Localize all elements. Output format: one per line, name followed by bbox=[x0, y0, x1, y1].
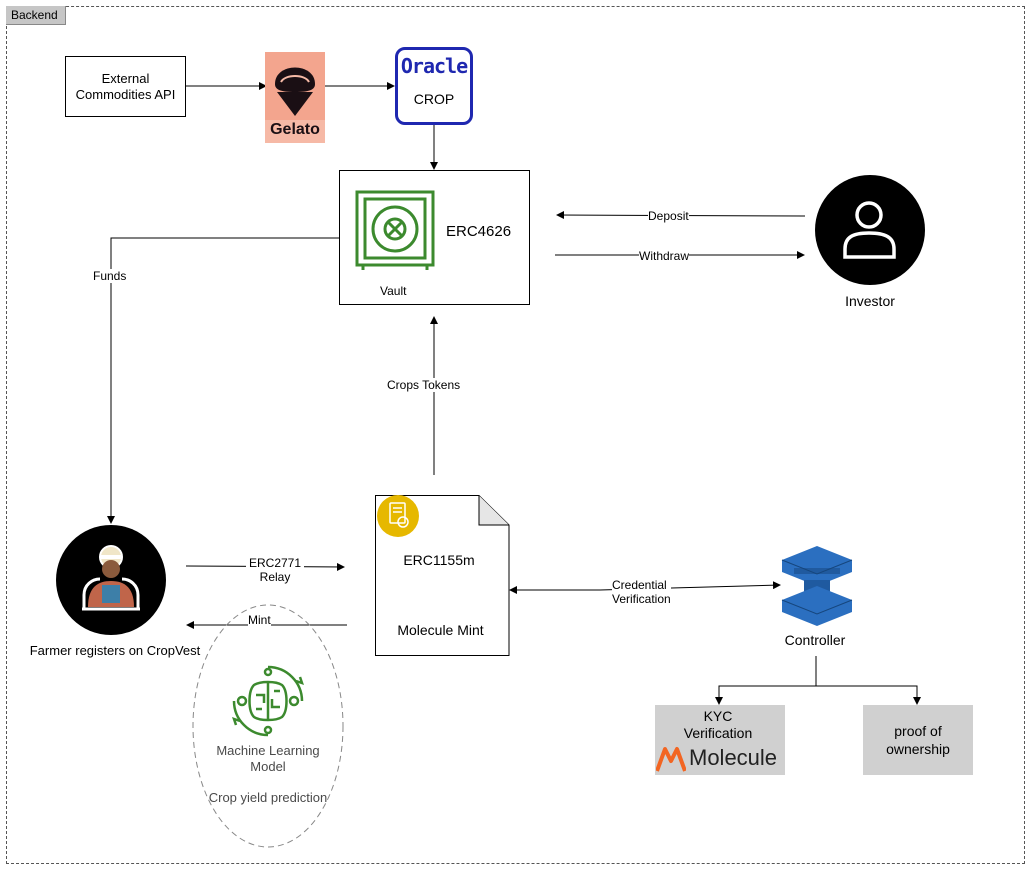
controller-label: Controller bbox=[784, 632, 846, 648]
edge-funds bbox=[107, 237, 339, 524]
erc1155-label: Molecule Mint bbox=[397, 622, 484, 638]
ml-description: Crop yield prediction bbox=[208, 790, 328, 805]
edge-controller-proof bbox=[816, 685, 921, 705]
vault-box[interactable]: ERC4626 Vault bbox=[339, 170, 530, 305]
molecule-logo-icon bbox=[656, 747, 686, 772]
relay-label: ERC2771 Relay bbox=[246, 556, 304, 584]
document-shape bbox=[375, 495, 510, 656]
vault-label: Vault bbox=[380, 284, 407, 298]
backend-label: Backend bbox=[6, 6, 66, 25]
backend-frame bbox=[6, 6, 1025, 864]
deposit-label: Deposit bbox=[648, 209, 689, 223]
farmer-icon bbox=[82, 545, 140, 611]
brain-icon bbox=[232, 665, 304, 737]
controller-icon bbox=[781, 546, 853, 626]
investor-avatar[interactable] bbox=[815, 175, 925, 285]
external-commodities-api-box[interactable]: External Commodities API bbox=[65, 56, 186, 117]
erc1155-document[interactable]: ERC1155m Molecule Mint bbox=[375, 495, 510, 656]
certificate-icon bbox=[377, 495, 419, 537]
molecule-wordmark: Molecule bbox=[689, 745, 778, 770]
gelato-wordmark: Gelato bbox=[270, 121, 320, 138]
ml-ellipse bbox=[192, 604, 344, 848]
edge-controller-split bbox=[715, 656, 817, 705]
vault-title: ERC4626 bbox=[446, 223, 512, 240]
investor-label: Investor bbox=[845, 293, 895, 309]
proof-of-ownership-box[interactable]: proof of ownership bbox=[863, 705, 973, 775]
erc1155-title: ERC1155m bbox=[403, 552, 475, 568]
user-icon bbox=[843, 201, 896, 259]
ml-model-label: Machine Learning Model bbox=[216, 743, 320, 774]
mint-label: Mint bbox=[248, 613, 271, 627]
oracle-label: CROP bbox=[413, 91, 455, 107]
oracle-crop-box[interactable]: Oracle CROP bbox=[395, 47, 473, 125]
farmer-avatar[interactable] bbox=[56, 525, 166, 635]
gelato-logo: Gelato bbox=[265, 52, 325, 143]
crops-tokens-label: Crops Tokens bbox=[387, 378, 461, 392]
oracle-logo-text: Oracle bbox=[400, 54, 468, 78]
withdraw-label: Withdraw bbox=[639, 249, 690, 263]
funds-label: Funds bbox=[93, 269, 127, 283]
kyc-label: KYC Verification bbox=[683, 708, 753, 741]
gelato-icecream-icon bbox=[265, 52, 325, 120]
credential-label: Credential Verification bbox=[612, 578, 671, 606]
vault-icon bbox=[355, 190, 435, 270]
farmer-label: Farmer registers on CropVest bbox=[29, 643, 201, 658]
kyc-box[interactable]: KYC Verification Molecule bbox=[655, 705, 785, 775]
